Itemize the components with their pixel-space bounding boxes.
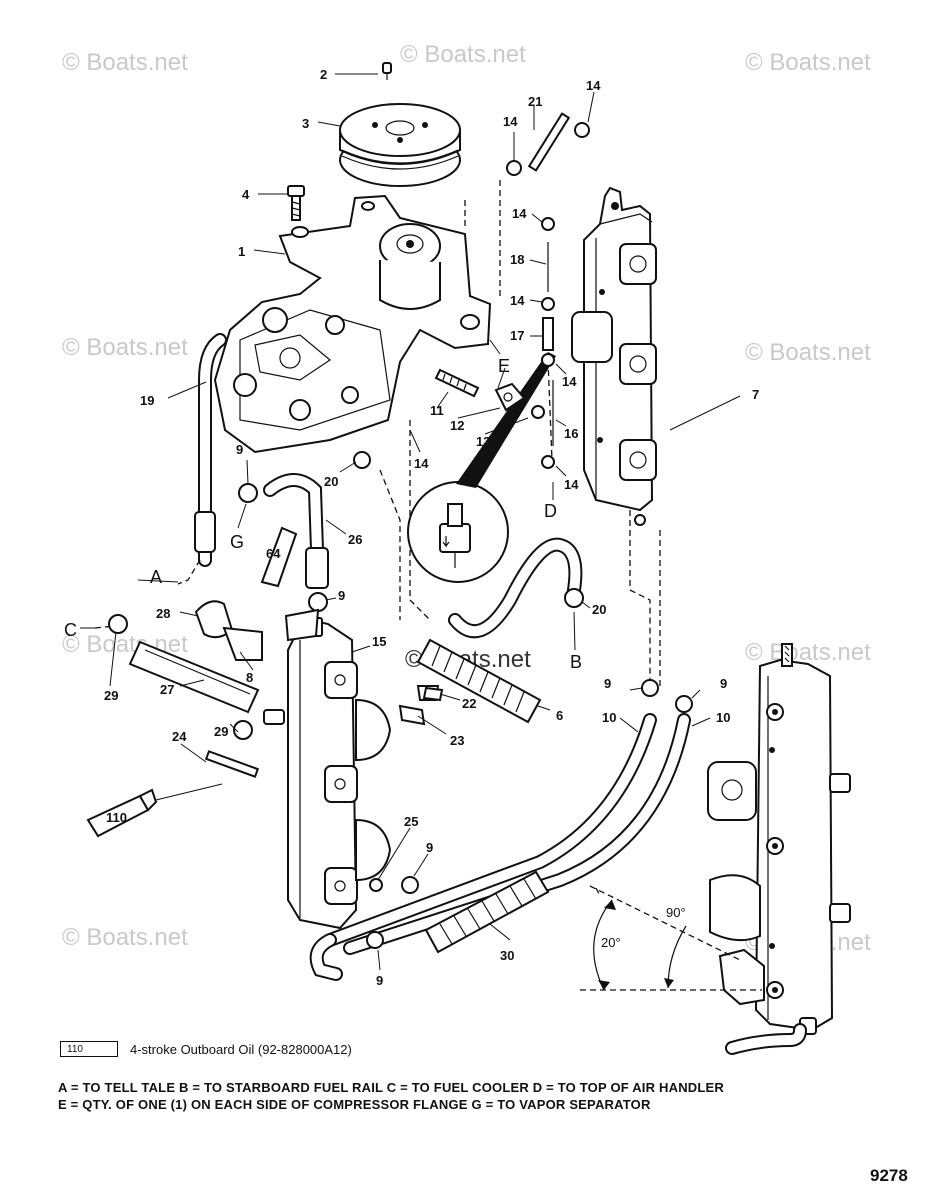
oil-tube-icon: 110 [60, 1041, 118, 1057]
callout-10: 10 [602, 710, 616, 725]
callout-15: 15 [372, 634, 386, 649]
callout-28: 28 [156, 606, 170, 621]
small-parts [194, 112, 571, 778]
watermark: © Boats.net [400, 41, 526, 68]
callout-8: 8 [246, 670, 253, 685]
compressor [213, 194, 492, 454]
callout-9: 9 [720, 676, 727, 691]
routing-lines [94, 180, 661, 690]
angle-20-label: 20° [601, 935, 621, 950]
watermark: © Boats.net [745, 639, 871, 666]
reference-letters: A B C D E G [64, 356, 582, 672]
fuel-rail-inset [707, 643, 851, 1055]
figure-number: 9278 [870, 1166, 908, 1185]
callout-24: 24 [172, 729, 187, 744]
ref-letter-c: C [64, 620, 77, 640]
angle-markers: 20° 90° [580, 885, 762, 991]
ref-letter-e: E [498, 356, 510, 376]
callout-14: 14 [414, 456, 429, 471]
callout-14: 14 [586, 78, 601, 93]
pulley [339, 103, 461, 187]
callout-14: 14 [503, 114, 518, 129]
callout-7: 7 [752, 387, 759, 402]
callout-4: 4 [242, 187, 250, 202]
callout-10: 10 [716, 710, 730, 725]
fuel-rail-right [571, 186, 657, 526]
leader-lines [80, 73, 741, 971]
watermark: © Boats.net [62, 924, 188, 951]
angle-90-label: 90° [666, 905, 686, 920]
ref-letter-d: D [544, 501, 557, 521]
callout-20: 20 [592, 602, 606, 617]
pulley-screw [382, 62, 392, 80]
callout-18: 18 [510, 252, 524, 267]
callout-17: 17 [510, 328, 524, 343]
tube-64-label: 64 [266, 546, 281, 561]
callout-9: 9 [338, 588, 345, 603]
callout-23: 23 [450, 733, 464, 748]
callout-26: 26 [348, 532, 362, 547]
watermark: © Boats.net [62, 49, 188, 76]
detail-inset [407, 352, 556, 583]
callouts: 2 3 4 1 19 7 21 14 14 14 18 14 17 14 16 … [104, 67, 759, 988]
watermark: © Boats.net [62, 334, 188, 361]
legend-text: 4-stroke Outboard Oil (92-828000A12) [130, 1041, 352, 1057]
notes: A = TO TELL TALE B = TO STARBOARD FUEL R… [58, 1079, 724, 1113]
callout-9: 9 [604, 676, 611, 691]
callout-14: 14 [562, 374, 577, 389]
legend: 110 4-stroke Outboard Oil (92-828000A12) [60, 1041, 352, 1057]
ref-letter-g: G [230, 532, 244, 552]
clamps [108, 122, 693, 949]
callout-27: 27 [160, 682, 174, 697]
ref-letter-a: A [150, 567, 162, 587]
sleeve-30 [424, 870, 550, 954]
callout-3: 3 [302, 116, 309, 131]
oil-tube: 110 [86, 788, 158, 838]
callout-29: 29 [214, 724, 228, 739]
callout-9: 9 [236, 442, 243, 457]
sleeve-6 [416, 638, 542, 724]
callout-1: 1 [238, 244, 245, 259]
watermark: © Boats.net [745, 49, 871, 76]
callout-9: 9 [426, 840, 433, 855]
notes-line-2: E = QTY. OF ONE (1) ON EACH SIDE OF COMP… [58, 1097, 651, 1112]
legend-code: 110 [67, 1043, 83, 1055]
watermark: © Boats.net [745, 339, 871, 366]
callout-29: 29 [104, 688, 118, 703]
callout-11: 11 [430, 403, 444, 418]
callout-22: 22 [462, 696, 476, 711]
ref-letter-b: B [570, 652, 582, 672]
callout-20: 20 [324, 474, 338, 489]
bolt [287, 185, 305, 221]
tube-110-label: 110 [106, 810, 127, 825]
hoses [128, 333, 691, 981]
callout-14: 14 [564, 477, 579, 492]
callout-14: 14 [512, 206, 527, 221]
callout-30: 30 [500, 948, 514, 963]
callout-19: 19 [140, 393, 154, 408]
callout-14: 14 [510, 293, 525, 308]
sealant-tube: 64 [260, 526, 298, 588]
callout-25: 25 [404, 814, 418, 829]
callout-21: 21 [528, 94, 542, 109]
callout-9: 9 [376, 973, 383, 988]
callout-13: 13 [476, 434, 490, 449]
callout-2: 2 [320, 67, 327, 82]
callout-16: 16 [564, 426, 578, 441]
callout-12: 12 [450, 418, 464, 433]
notes-line-1: A = TO TELL TALE B = TO STARBOARD FUEL R… [58, 1080, 724, 1095]
callout-6: 6 [556, 708, 563, 723]
